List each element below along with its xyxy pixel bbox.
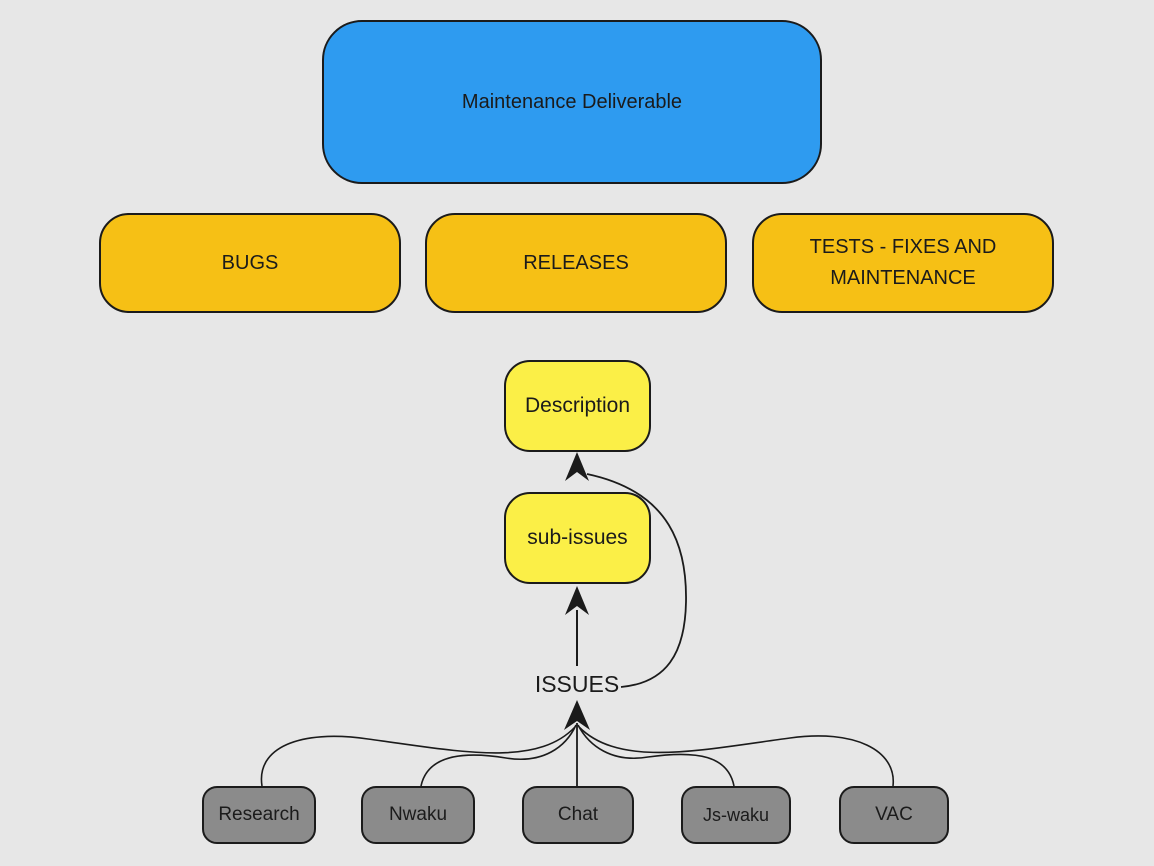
node-tests-fixes-maintenance[interactable]: TESTS - FIXES AND MAINTENANCE <box>752 213 1054 313</box>
node-js-waku[interactable]: Js-waku <box>681 786 791 844</box>
node-label: Nwaku <box>388 804 448 825</box>
node-label: Research <box>218 804 300 825</box>
node-label: BUGS <box>221 251 279 274</box>
node-description[interactable]: Description <box>504 360 651 452</box>
node-sub-issues[interactable]: sub-issues <box>504 492 651 584</box>
node-label: Chat <box>557 804 599 825</box>
node-research[interactable]: Research <box>202 786 316 844</box>
node-label: Description <box>524 394 631 417</box>
node-chat[interactable]: Chat <box>522 786 634 844</box>
node-label: RELEASES <box>523 251 629 274</box>
node-label: Maintenance Deliverable <box>461 90 683 113</box>
node-label: VAC <box>875 804 913 825</box>
node-maintenance-deliverable[interactable]: Maintenance Deliverable <box>322 20 822 184</box>
issues-text-label: ISSUES <box>534 671 620 697</box>
node-vac[interactable]: VAC <box>839 786 949 844</box>
node-label: TESTS - FIXES AND MAINTENANCE <box>809 236 997 289</box>
node-label: sub-issues <box>527 526 628 549</box>
node-nwaku[interactable]: Nwaku <box>361 786 475 844</box>
node-releases[interactable]: RELEASES <box>425 213 727 313</box>
node-bugs[interactable]: BUGS <box>99 213 401 313</box>
node-label: Js-waku <box>702 804 769 825</box>
